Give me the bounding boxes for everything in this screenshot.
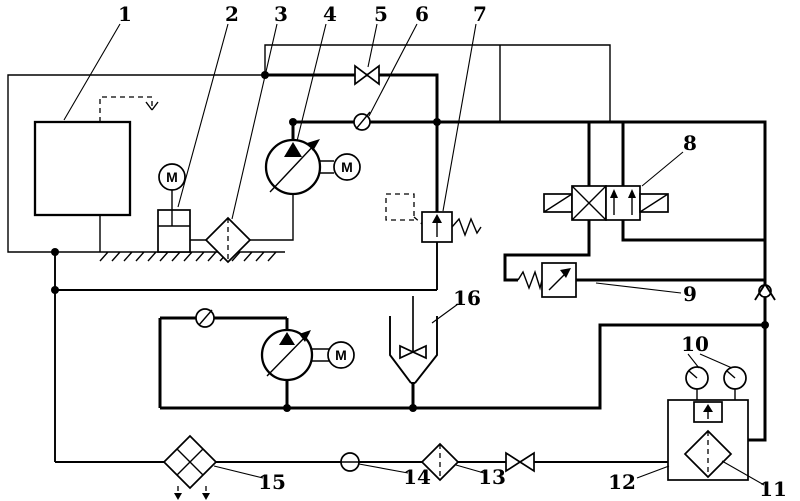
label-leader-lines: [63, 23, 765, 486]
spring-icon: [451, 217, 482, 237]
circulation-pump-unit: M: [195, 308, 355, 382]
spring-icon: [517, 269, 543, 291]
pressure-valve: [385, 193, 482, 243]
label-4: 4: [323, 2, 337, 26]
main-pressure-pipes: [158, 73, 767, 442]
airflow-arrowhead-2: [202, 493, 210, 500]
stirrer-blade-right: [410, 344, 427, 360]
ground-hatch-line: [99, 251, 285, 262]
motor-letter: M: [341, 159, 353, 175]
stirrer-blade-left: [399, 344, 416, 360]
label-16: 16: [453, 286, 481, 310]
pump-outlet-triangle: [279, 332, 295, 345]
airflow-arrowhead-1: [174, 493, 182, 500]
motor-pump-unit: M: [157, 163, 191, 253]
pilot-connector: [413, 216, 423, 225]
check-circle-tick: [198, 309, 213, 326]
label-11: 11: [759, 477, 787, 501]
filtration-unit: [667, 399, 749, 481]
flow-indicator: [353, 111, 371, 131]
shutoff-valve-top: [354, 64, 380, 86]
tank-walls: [389, 316, 438, 384]
label-5: 5: [374, 2, 388, 26]
solenoid-right-diagonal: [639, 193, 669, 213]
main-pump-unit: M: [264, 138, 361, 196]
gauge-needle: [688, 370, 698, 379]
piston-line: [158, 210, 190, 227]
pressure-gauges: [685, 366, 747, 390]
label-3: 3: [274, 2, 288, 26]
variable-arrowhead: [307, 139, 320, 151]
label-10: 10: [681, 332, 709, 356]
valve-position-parallel: [605, 185, 641, 221]
gauge-needle: [726, 370, 736, 379]
label-9: 9: [683, 282, 697, 306]
sight-glass: [340, 452, 360, 472]
pilot-dashed-line: [99, 96, 153, 122]
label-2: 2: [225, 2, 239, 26]
label-7: 7: [473, 2, 487, 26]
label-8: 8: [683, 131, 697, 155]
cooler: [162, 434, 218, 500]
airflow-dashed-lines: [177, 486, 207, 497]
motor-icon: [327, 341, 355, 369]
motor-letter: M: [335, 347, 347, 363]
drain-pipes: [54, 242, 668, 463]
label-13: 13: [478, 465, 506, 489]
label-15: 15: [258, 470, 286, 494]
flow-arrowhead-2: [628, 189, 636, 198]
motor-letter: M: [166, 169, 178, 185]
label-6: 6: [415, 2, 429, 26]
pilot-box: [385, 193, 415, 221]
crossed-flow-lines: [571, 185, 607, 221]
valve-arrowhead: [432, 214, 442, 223]
piston-pump-body: [157, 209, 191, 253]
directional-valve: [543, 185, 669, 221]
motor-icon: [333, 153, 361, 181]
shutoff-valve-bottom: [505, 451, 535, 473]
pilot-arrowhead-icon: [145, 101, 159, 111]
valve-triangle-left: [354, 64, 369, 86]
flow-arrowhead-1: [610, 189, 618, 198]
variable-arrow: [269, 141, 318, 193]
pump-outlet-triangle: [284, 142, 302, 157]
variable-arrow: [266, 332, 310, 377]
valve-triangle-right: [365, 64, 380, 86]
oil-tank: [33, 96, 159, 217]
valve-arrowhead: [560, 268, 571, 278]
motor-icon: [158, 163, 186, 191]
check-seat: [754, 283, 776, 301]
label-14: 14: [403, 465, 431, 489]
cooler-cross-lines: [176, 448, 204, 476]
drive-shaft: [312, 348, 329, 362]
line-filter: [420, 442, 460, 482]
valve-triangle-right: [518, 451, 535, 473]
pipe-network: [7, 44, 767, 463]
mixing-tank: [389, 296, 438, 384]
label-12: 12: [608, 470, 636, 494]
drive-shaft: [320, 160, 334, 174]
component-labels: 1 2 3 4 5 6 7 8 9 10 11 12 13 14 15 16: [118, 2, 787, 501]
check-valve-right: [754, 283, 776, 301]
suction-filter: [204, 216, 252, 264]
label-1: 1: [118, 2, 132, 26]
breather-arrowhead: [703, 404, 713, 412]
thin-pipes: [7, 44, 736, 402]
pilot-valve: [517, 262, 577, 298]
valve-triangle-left: [505, 451, 522, 473]
oil-tank-body: [33, 120, 132, 217]
variable-arrowhead: [299, 330, 311, 342]
indicator-tick: [355, 111, 371, 130]
solenoid-left-diagonal: [543, 193, 573, 213]
